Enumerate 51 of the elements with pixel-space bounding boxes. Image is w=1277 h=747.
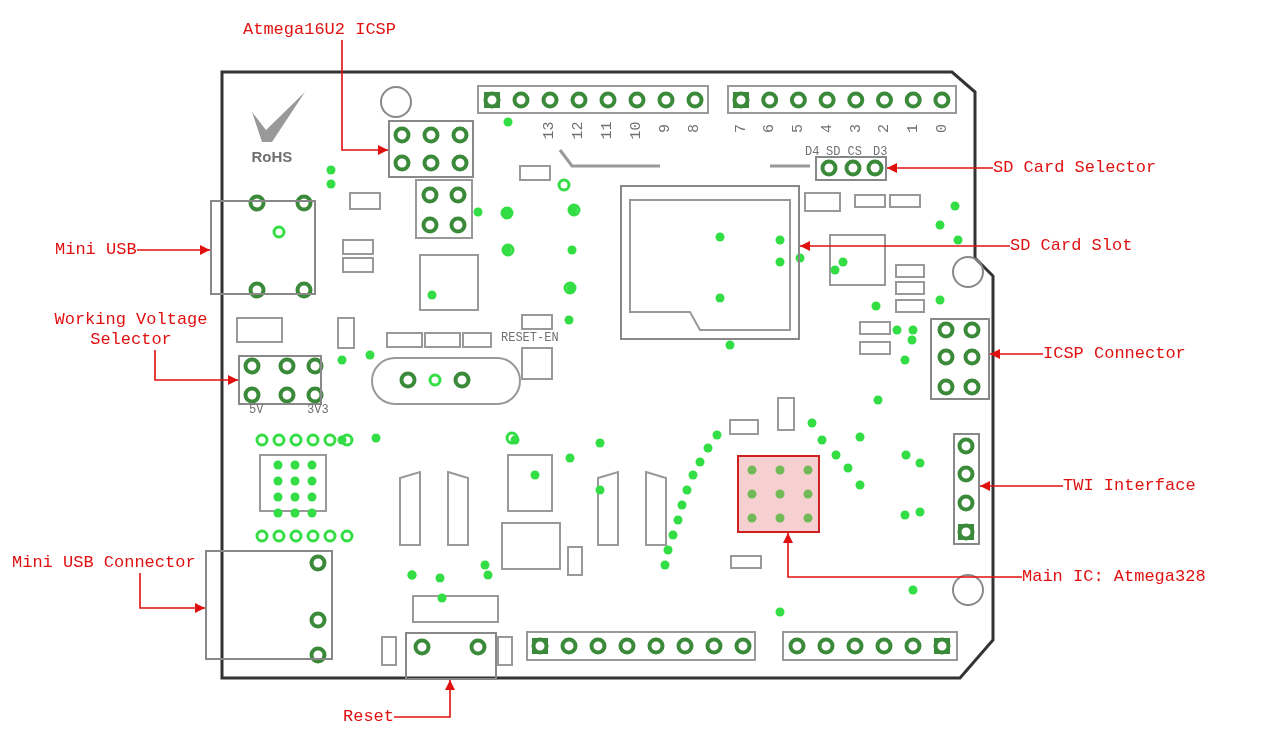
silkscreen-label: 9 [658, 123, 672, 133]
pin-header [930, 318, 990, 400]
usb-connector [205, 550, 333, 660]
silkscreen-label: 1 [906, 123, 920, 133]
silkscreen-label: 6 [762, 123, 776, 133]
leader-arrow [886, 163, 994, 173]
callout-label: Mini USB Connector [12, 553, 196, 573]
leader-arrow [979, 481, 1064, 491]
silkscreen-label: 5V [249, 403, 264, 417]
silkscreen-label: D3 [873, 145, 888, 159]
leader-arrow [989, 349, 1044, 359]
silkscreen-label: 10 [629, 121, 643, 139]
pin-header [815, 156, 887, 181]
callout-label: SD Card Slot [1010, 236, 1133, 256]
silkscreen-label: 13 [542, 121, 556, 139]
silkscreen-label: D4 [805, 145, 820, 159]
pin-header [953, 433, 980, 545]
silkscreen-label: 7 [734, 123, 748, 133]
callout-label: Mini USB [55, 240, 137, 260]
callout-label: TWI Interface [1063, 476, 1196, 496]
push-button [405, 632, 497, 680]
leader-arrow [136, 245, 211, 255]
silkscreen-label: 2 [877, 123, 891, 133]
leader-arrow [783, 532, 1023, 578]
silkscreen-label: RESET-EN [501, 331, 559, 345]
silkscreen-label: 8 [687, 123, 701, 133]
silkscreen-label: 0 [935, 123, 949, 133]
silkscreen-label: SD_CS [826, 145, 862, 159]
leader-arrow [393, 679, 455, 718]
pin-header [388, 120, 474, 178]
silkscreen-label: 4 [820, 123, 834, 133]
callout-label: Atmega16U2 ICSP [243, 20, 397, 40]
silkscreen-label: 11 [600, 121, 614, 139]
rohs-mark: RoHS [251, 149, 293, 163]
usb-port [210, 200, 316, 295]
leader-arrow [341, 39, 389, 155]
silkscreen-label: 12 [571, 121, 585, 139]
callout-label: Working Voltage Selector [42, 310, 220, 350]
silkscreen-label: 3 [849, 123, 863, 133]
callout-label: ICSP Connector [1043, 344, 1186, 364]
jumper-header [238, 355, 322, 405]
silkscreen-label: 3V3 [307, 403, 329, 417]
chip [737, 455, 820, 533]
callout-label: SD Card Selector [993, 158, 1157, 178]
sd-card-slot [620, 185, 800, 340]
leader-arrow [799, 241, 1011, 251]
leader-arrow [154, 349, 239, 385]
callout-label: Reset [343, 707, 394, 727]
leader-arrow [139, 572, 206, 613]
callout-label: Main IC: Atmega328 [1022, 567, 1206, 587]
silkscreen-label: 5 [791, 123, 805, 133]
